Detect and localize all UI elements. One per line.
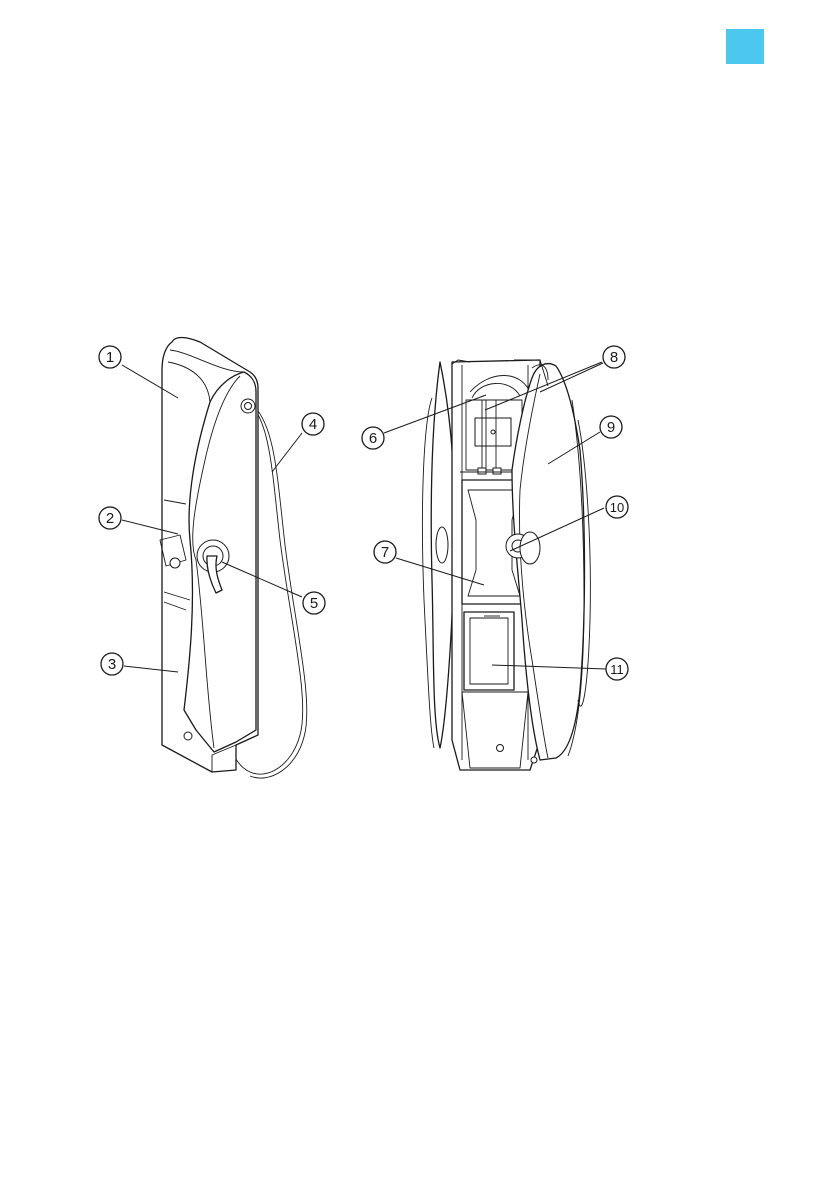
callout-4: 4 — [302, 413, 324, 435]
callout-1: 1 — [99, 346, 121, 368]
callout-4-label: 4 — [309, 416, 317, 433]
callout-8: 8 — [603, 346, 625, 368]
callout-3: 3 — [101, 653, 123, 675]
callout-1-label: 1 — [106, 349, 114, 366]
callout-6: 6 — [362, 427, 384, 449]
callout-7-label: 7 — [381, 544, 389, 561]
callout-11: 11 — [606, 658, 628, 680]
callout-5: 5 — [303, 592, 325, 614]
callout-10-label: 10 — [610, 500, 624, 515]
callout-2: 2 — [99, 507, 121, 529]
charger-open-view — [422, 360, 590, 770]
lower-module — [464, 612, 514, 690]
callout-2-label: 2 — [106, 510, 114, 527]
callout-7: 7 — [374, 541, 396, 563]
callout-6-label: 6 — [369, 430, 377, 447]
callout-9: 9 — [600, 416, 622, 438]
callout-3-label: 3 — [108, 656, 116, 673]
callout-10: 10 — [606, 496, 628, 518]
charger-closed-view — [160, 338, 307, 779]
callout-8-label: 8 — [610, 349, 618, 366]
callout-9-label: 9 — [607, 419, 615, 436]
callout-11-label: 11 — [610, 662, 624, 677]
callout-5-label: 5 — [310, 595, 318, 612]
